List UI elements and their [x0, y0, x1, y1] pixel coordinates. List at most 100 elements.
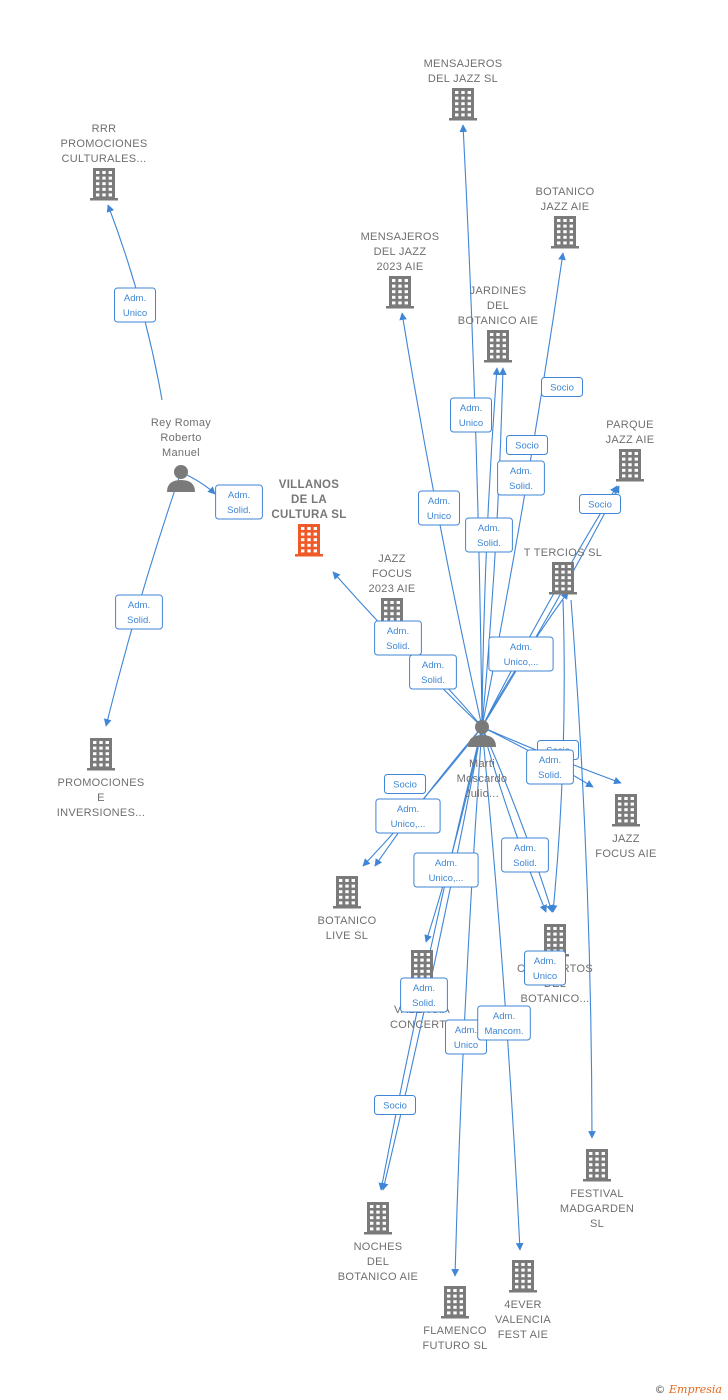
- building-icon: [549, 562, 577, 595]
- building-icon: [295, 524, 323, 557]
- node-label: PROMOCIONES: [57, 777, 144, 789]
- node-label: PROMOCIONES: [60, 138, 147, 150]
- svg-text:Solid.: Solid.: [412, 998, 436, 1009]
- svg-text:Socio: Socio: [515, 441, 539, 452]
- node-label: CONCERTS: [390, 1019, 454, 1031]
- building-icon: [612, 794, 640, 827]
- relationship-label[interactable]: Adm.Solid.: [374, 620, 422, 656]
- node-label: DEL: [367, 1256, 389, 1268]
- node-label: Rey Romay: [151, 417, 211, 429]
- company-node[interactable]: T TERCIOS SL: [524, 547, 602, 595]
- node-label: CULTURA SL: [271, 509, 346, 521]
- svg-text:Adm.: Adm.: [428, 496, 450, 507]
- relationship-label[interactable]: Adm.Solid.: [465, 517, 513, 553]
- node-label: Julio...: [465, 788, 499, 800]
- node-label: BOTANICO: [317, 915, 376, 927]
- svg-text:Solid.: Solid.: [386, 641, 410, 652]
- company-node[interactable]: BOTANICO LIVE SL: [317, 876, 376, 942]
- relationship-edge: [481, 726, 554, 913]
- relationship-label[interactable]: Adm.Solid.: [409, 654, 457, 690]
- relationship-label[interactable]: Adm.Unico: [114, 287, 156, 323]
- company-node[interactable]: MENSAJEROS DEL JAZZ SL: [424, 58, 503, 121]
- svg-text:Adm.: Adm.: [460, 403, 482, 414]
- building-icon: [449, 88, 477, 121]
- building-icon: [583, 1149, 611, 1182]
- footer-brand[interactable]: © Empresia: [655, 1383, 723, 1396]
- building-icon: [87, 738, 115, 771]
- svg-text:Adm.: Adm.: [510, 642, 532, 653]
- person-node[interactable]: MartiMoscardoJulio...: [457, 720, 508, 800]
- relationship-label[interactable]: Adm.Unico,...: [413, 852, 479, 888]
- node-label: JAZZ: [612, 833, 639, 845]
- svg-text:Unico: Unico: [123, 308, 147, 319]
- node-label: MENSAJEROS: [424, 58, 503, 70]
- svg-text:Unico: Unico: [454, 1040, 478, 1051]
- svg-text:Unico: Unico: [533, 971, 557, 982]
- node-label: JARDINES: [470, 285, 527, 297]
- node-label: FOCUS: [372, 568, 412, 580]
- svg-text:Mancom.: Mancom.: [484, 1026, 523, 1037]
- node-label: Moscardo: [457, 773, 508, 785]
- company-node[interactable]: RRRPROMOCIONESCULTURALES...: [60, 123, 147, 201]
- relationship-edge: [481, 485, 620, 728]
- relationship-label[interactable]: Adm. Solid.: [400, 977, 448, 1013]
- node-label: JAZZ AIE: [606, 434, 655, 446]
- svg-text:Adm.: Adm.: [128, 600, 150, 611]
- relationship-label[interactable]: Socio: [374, 1095, 416, 1115]
- node-label: BOTANICO AIE: [458, 315, 538, 327]
- node-label: BOTANICO AIE: [338, 1271, 418, 1283]
- relationship-label[interactable]: Socio: [384, 774, 426, 794]
- company-node[interactable]: PROMOCIONESEINVERSIONES...: [57, 738, 146, 819]
- relationship-label[interactable]: Socio: [506, 435, 548, 455]
- relationship-label[interactable]: Adm.Unico: [445, 1019, 487, 1055]
- relationship-label[interactable]: Adm.Unico: [450, 397, 492, 433]
- relationship-label[interactable]: Socio: [579, 494, 621, 514]
- svg-text:Adm.: Adm.: [413, 983, 435, 994]
- node-label: LIVE SL: [326, 930, 368, 942]
- company-node[interactable]: NOCHES DEL BOTANICO AIE: [338, 1202, 418, 1283]
- relationship-label[interactable]: Adm.Unico,...: [375, 798, 441, 834]
- svg-text:Adm.: Adm.: [435, 858, 457, 869]
- relationship-edge: [570, 599, 596, 1139]
- building-icon: [386, 276, 414, 309]
- node-label: Roberto: [160, 432, 201, 444]
- relationship-label[interactable]: Adm.Unico: [524, 950, 566, 986]
- relationship-label[interactable]: Adm.Solid.: [215, 484, 263, 520]
- svg-text:Socio: Socio: [550, 383, 574, 394]
- edge-labels-layer: Adm.UnicoAdm.Solid.Adm.Solid.Adm.UnicoAd…: [114, 287, 621, 1115]
- node-label: E: [97, 792, 105, 804]
- relationship-label[interactable]: Adm.Solid.: [497, 460, 545, 496]
- node-label: NOCHES: [354, 1241, 403, 1253]
- person-icon: [167, 465, 195, 492]
- relationship-edge: [451, 726, 483, 1277]
- relationship-label[interactable]: Adm. Unico,...: [488, 636, 554, 672]
- svg-text:Adm.: Adm.: [478, 523, 500, 534]
- relationship-label[interactable]: Adm.Solid.: [501, 837, 549, 873]
- edges-layer: [103, 124, 622, 1277]
- svg-text:Socio: Socio: [393, 780, 417, 791]
- building-icon: [551, 216, 579, 249]
- node-label: Manuel: [162, 447, 200, 459]
- relationship-label[interactable]: Adm.Unico: [418, 490, 460, 526]
- node-label: VALENCIA: [495, 1314, 551, 1326]
- relationship-edge: [380, 726, 483, 1191]
- svg-text:Solid.: Solid.: [127, 615, 151, 626]
- relationship-label[interactable]: Adm.Mancom.: [477, 1005, 531, 1041]
- relationship-label[interactable]: Adm. Solid.: [115, 594, 163, 630]
- svg-text:Adm.: Adm.: [539, 755, 561, 766]
- relationship-label[interactable]: Adm.Solid.: [526, 749, 574, 785]
- node-label: DEL JAZZ SL: [428, 73, 498, 85]
- building-icon: [364, 1202, 392, 1235]
- svg-text:Unico,...: Unico,...: [504, 657, 539, 668]
- relationship-label[interactable]: Socio: [541, 377, 583, 397]
